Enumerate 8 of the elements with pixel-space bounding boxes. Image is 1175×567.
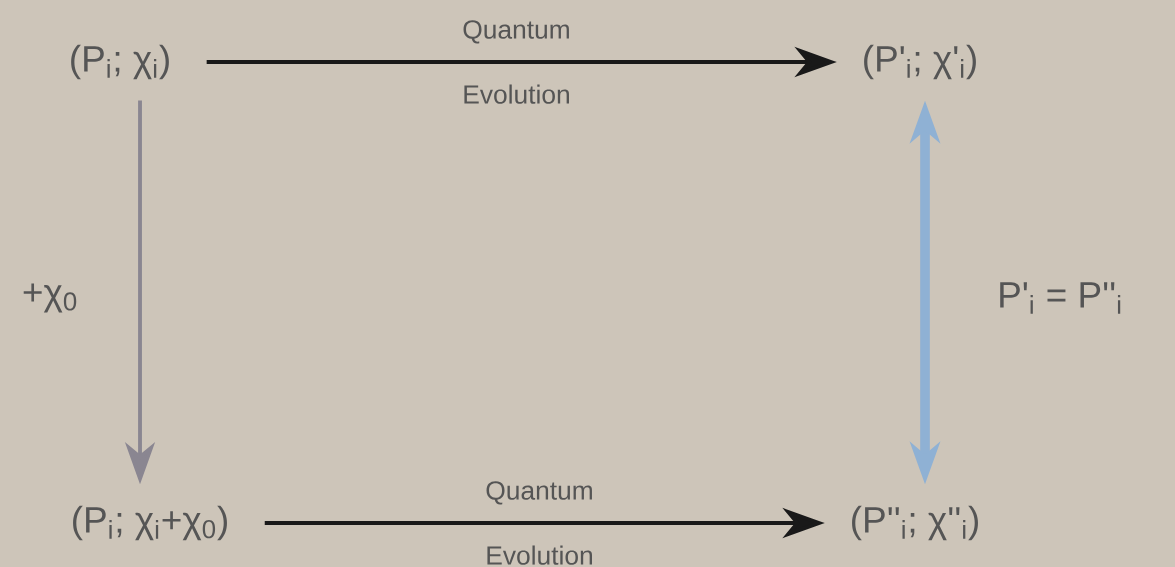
edge-label: +χ$_{0}$ [23, 283, 77, 313]
edge-label: Quantum Evolution [486, 481, 592, 565]
formula-label: (P$_{i}$; χ$_{i}$+χ$_{0}$) [73, 505, 227, 541]
formula-label: (P$_{i}$; χ$_{i}$) [71, 44, 169, 80]
formula-label: (P''$_{i}$; χ''$_{i}$) [852, 505, 978, 541]
formula-label: (P'$_{i}$; χ'$_{i}$) [864, 44, 976, 80]
edge-label: Quantum Evolution [463, 20, 569, 104]
edge-label: P'$_{i}$ = P''$_{i}$ [1000, 282, 1121, 314]
